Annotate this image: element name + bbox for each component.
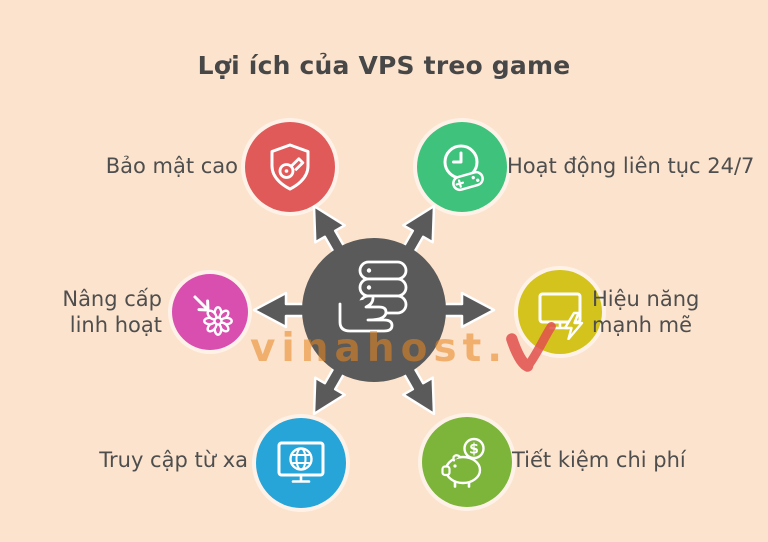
shield-key-icon — [270, 143, 310, 191]
svg-text:$: $ — [469, 442, 479, 458]
monitor-globe-icon — [277, 441, 325, 483]
central-hub — [244, 180, 504, 440]
bubble-tiet-kiem-chi-phi: $ — [422, 417, 512, 507]
piggy-bank-icon: $ — [441, 437, 485, 488]
hub-arrows-icon — [252, 204, 496, 416]
label-bao-mat-cao: Bảo mật cao — [105, 154, 238, 178]
label-hoat-dong-lien-tuc: Hoạt động liên tục 24/7 — [507, 154, 755, 178]
bubble-truy-cap-tu-xa — [256, 418, 346, 508]
label-hieu-nang-manh-me: Hiệu năng mạnh mẽ — [592, 287, 700, 337]
page-title: Lợi ích của VPS treo game — [197, 51, 571, 80]
hand-holding-server-icon — [338, 260, 408, 333]
bubble-bao-mat-cao — [245, 122, 335, 212]
bubble-hoat-dong-lien-tuc — [417, 122, 507, 212]
monitor-bolt-icon — [538, 292, 584, 340]
label-nang-cap-linh-hoat: Nâng cấp linh hoạt — [62, 287, 162, 337]
label-tiet-kiem-chi-phi: Tiết kiệm chi phí — [512, 448, 686, 472]
bubble-hieu-nang-manh-me — [518, 270, 602, 354]
label-truy-cap-tu-xa: Truy cập từ xa — [99, 448, 248, 472]
bubble-nang-cap-linh-hoat — [172, 274, 248, 350]
arrow-asterisk-icon — [193, 295, 233, 336]
clock-gamepad-icon — [443, 144, 484, 192]
